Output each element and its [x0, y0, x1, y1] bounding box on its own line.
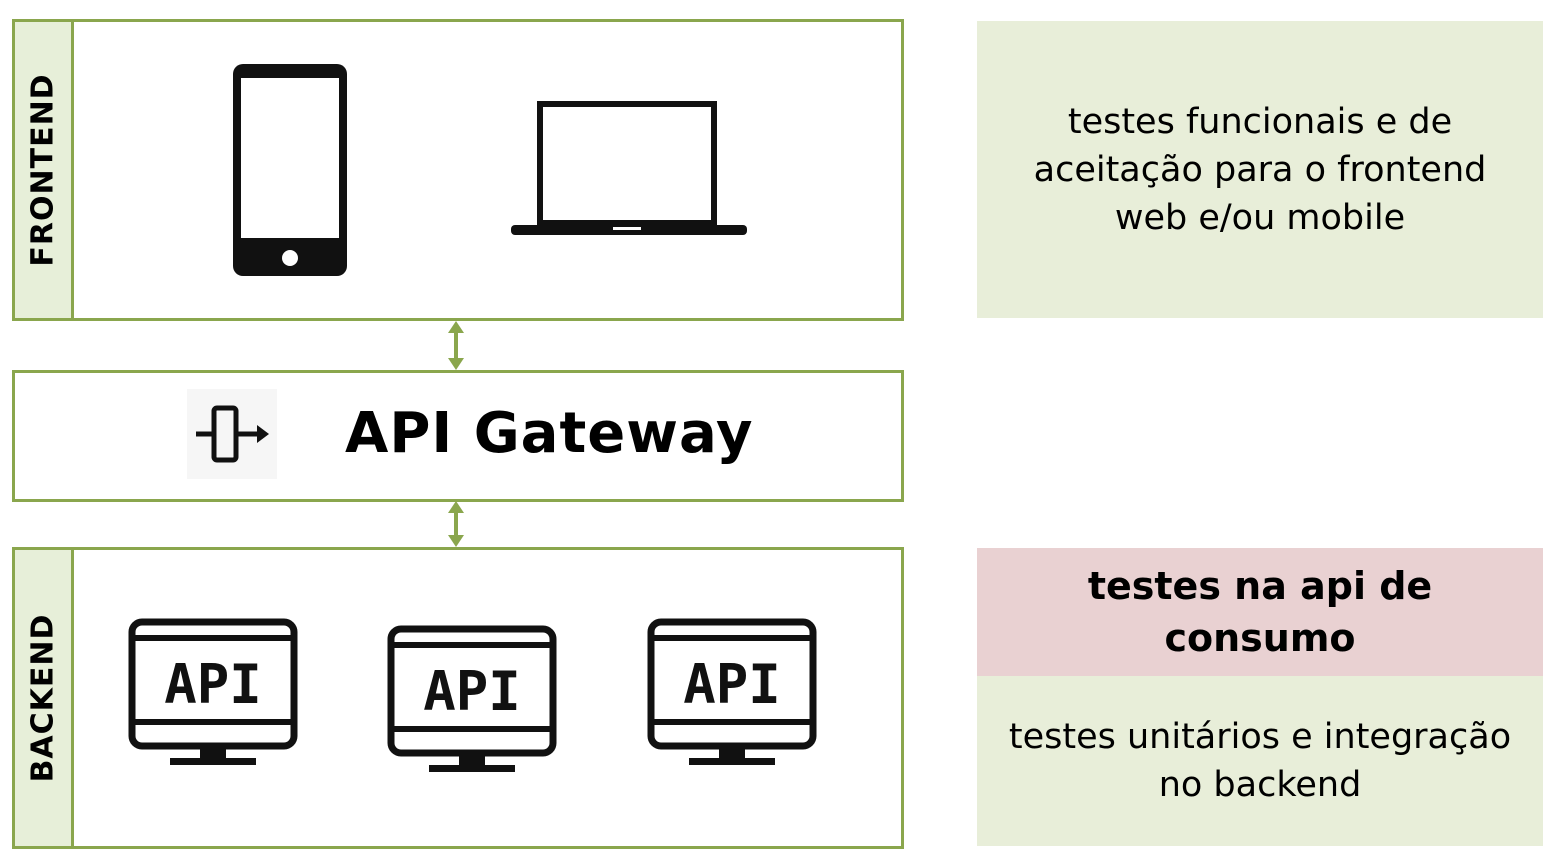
frontend-tests-text: testes funcionais e de aceitação para o … [1033, 101, 1487, 238]
api-tests-note: testes na api de consumo [977, 548, 1543, 676]
api-tests-text: testes na api de consumo [1087, 564, 1433, 660]
backend-tests-note: testes unitários e integração no backend [977, 676, 1543, 846]
smartphone-icon [233, 64, 347, 276]
api-gateway-layer: API Gateway [12, 370, 904, 502]
api-text: API [683, 653, 781, 716]
api-monitor-icon: API [647, 618, 817, 765]
backend-tests-text: testes unitários e integração no backend [1008, 717, 1512, 805]
frontend-layer: FRONTEND [12, 19, 904, 321]
api-text: API [423, 660, 521, 723]
api-gateway-label: API Gateway [345, 401, 754, 466]
api-monitor-icon: API [387, 625, 557, 772]
gateway-exit-icon [187, 389, 277, 479]
double-arrow-icon [448, 501, 464, 547]
frontend-tab: FRONTEND [15, 22, 74, 318]
frontend-label: FRONTEND [25, 73, 61, 267]
backend-tab: BACKEND [15, 550, 74, 846]
laptop-icon [511, 101, 747, 235]
frontend-tests-note: testes funcionais e de aceitação para o … [977, 21, 1543, 318]
backend-layer: BACKEND API API API [12, 547, 904, 849]
api-text: API [164, 653, 262, 716]
api-monitor-icon: API [128, 618, 298, 765]
backend-label: BACKEND [25, 613, 61, 783]
double-arrow-icon [448, 321, 464, 370]
